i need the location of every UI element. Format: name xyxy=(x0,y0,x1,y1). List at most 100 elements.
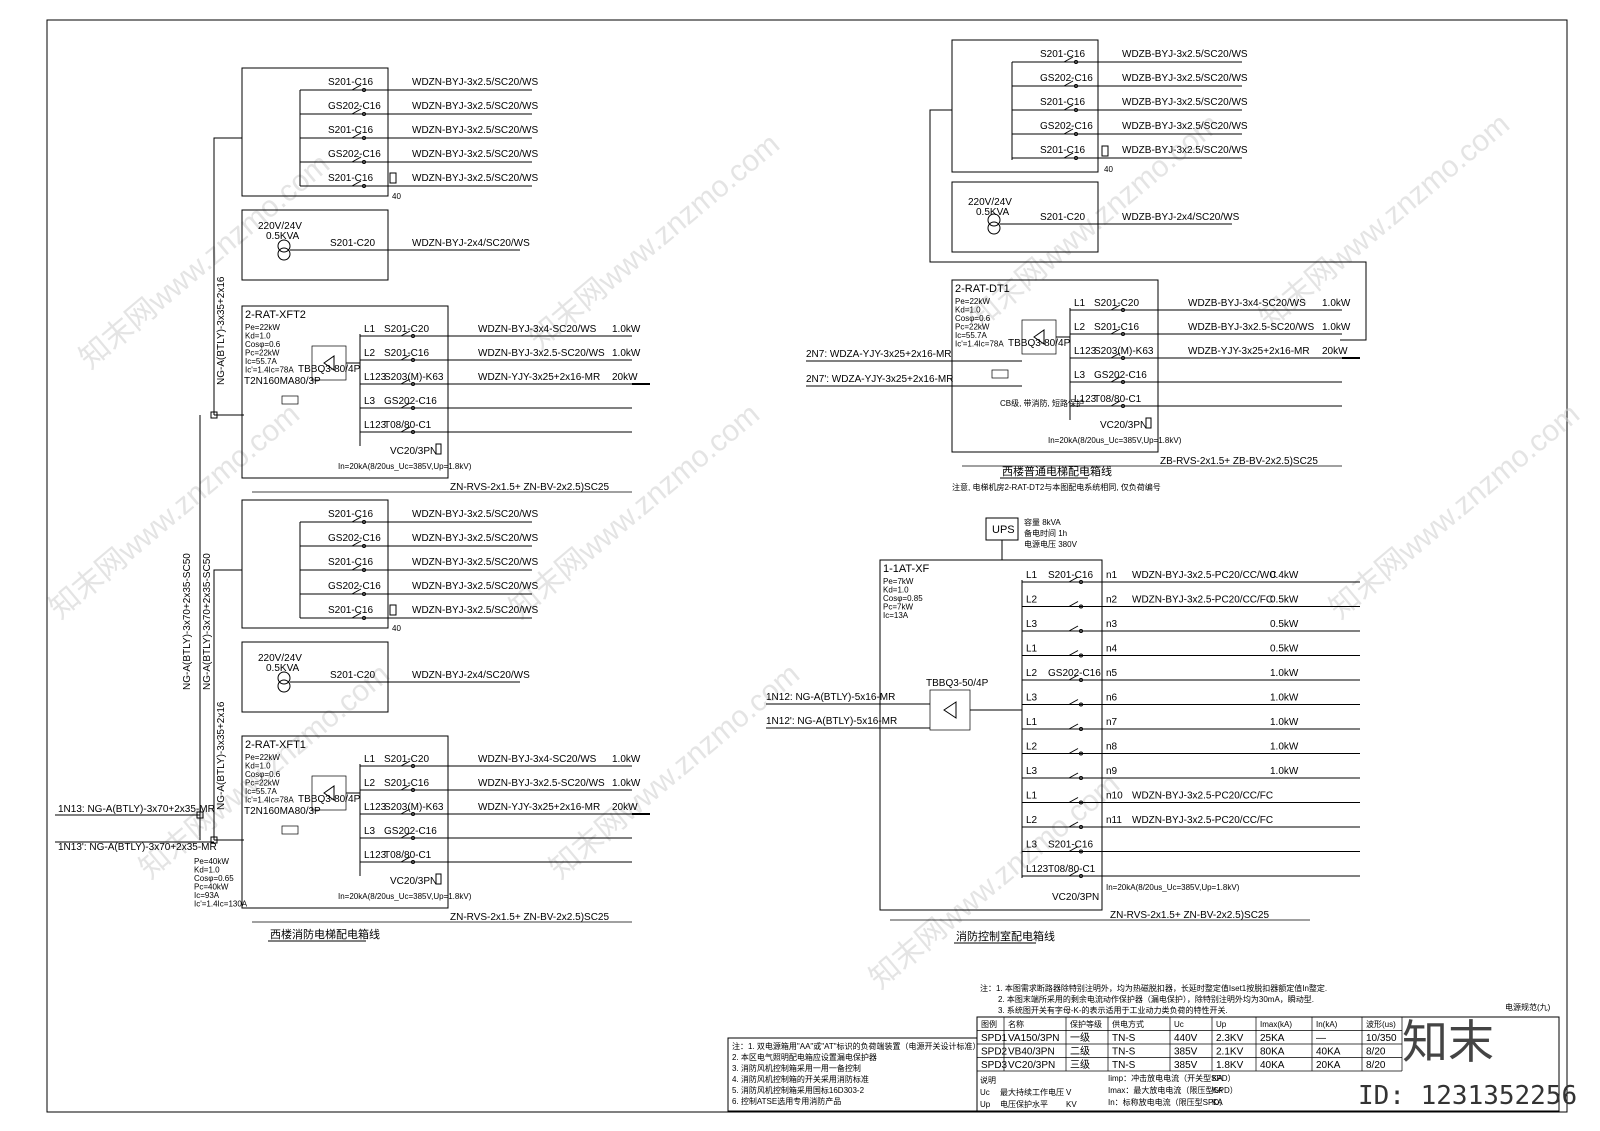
image-id: ID: 1231352256 xyxy=(1358,1081,1577,1111)
spd-cell: VC20/3PN xyxy=(1008,1060,1055,1071)
circuit-number: n1 xyxy=(1106,570,1118,581)
circuit-breaker: S201-C20 xyxy=(384,754,429,765)
title-right-top: 西楼普通电梯配电箱线 xyxy=(1002,464,1112,478)
breaker-contact-icon xyxy=(1079,874,1083,878)
breaker-contact-icon xyxy=(1121,380,1125,384)
ats-switch-icon xyxy=(323,355,335,371)
af-incoming-feeder: 1N12: NG-A(BTLY)-5x16-MR xyxy=(766,692,895,703)
circuit-breaker: S201-C16 xyxy=(1094,322,1139,333)
spd-header-cell: 图例 xyxy=(981,1019,997,1029)
spd-legend-cell: KA xyxy=(1212,1086,1223,1095)
spd-cell: 三级 xyxy=(1070,1059,1090,1071)
spd-legend-cell: 最大持续工作电压 xyxy=(1000,1087,1064,1097)
circuit-phase: L3 xyxy=(1026,619,1038,630)
breaker-contact-icon xyxy=(1079,751,1083,756)
spd-cell: SPD2 xyxy=(981,1047,1008,1058)
breaker-contact-icon xyxy=(411,812,415,816)
left-note-line: 2. 本区电气照明配电箱应设置漏电保护器 xyxy=(732,1052,877,1062)
feeder-vertical-mid1: NG-A(BTLY)-3x70+2x35-SC50 xyxy=(182,553,193,690)
ats-model: TBBQ3-80/4P xyxy=(298,794,361,805)
panel-2-rat-dt1: 2-RAT-DT1Pe=22kWKd=1.0Cosφ=0.6Pc=22kWIc=… xyxy=(806,279,1360,492)
spd-legend-cell: Iimp：冲击放电电流（开关型SPD） xyxy=(1108,1073,1236,1083)
brand-logo: 知末 xyxy=(1402,1015,1494,1069)
general-notes: 注：1. 本图需求断路器除特别注明外，均为热磁脱扣器，长延时整定值Iset1按脱… xyxy=(980,983,1327,1015)
feed-param: Ic=93A xyxy=(194,891,220,900)
spd-legend-cell: Imax：最大放电电流（限压型SPD） xyxy=(1108,1085,1238,1095)
breaker-contact-icon xyxy=(1079,678,1083,682)
circuit-load: 0.5kW xyxy=(1270,595,1299,606)
circuit-load: 1.0kW xyxy=(1270,766,1299,777)
circuit-breaker: S201-C16 xyxy=(1048,570,1093,581)
tr-breaker: S201-C20 xyxy=(330,238,375,249)
spd-note: In=20kA(8/20us_Uc=385V,Up=1.8kV) xyxy=(1048,436,1182,445)
circuit-load: 1.0kW xyxy=(612,324,641,335)
note-2: 2. 本图末端所采用的剩余电流动作保护器（漏电保护），除特别注明外均为30mA，… xyxy=(998,994,1314,1004)
dt1-incoming-feeder: 2N7': WDZA-YJY-3x25+2x16-MR xyxy=(806,374,953,385)
circuit-cable: WDZB-BYJ-3x4-SC20/WS xyxy=(1188,298,1306,309)
breaker-contact-icon xyxy=(411,836,415,840)
panel-param: Kd=1.0 xyxy=(245,762,271,771)
spd-icon xyxy=(435,443,442,455)
circuit-phase: L123 xyxy=(364,850,387,861)
panel-param: Ic'=1.4Ic=78A xyxy=(245,796,294,805)
circuit-phase: L2 xyxy=(1074,322,1086,333)
ats-box xyxy=(929,689,971,731)
transformer-box-frame xyxy=(241,209,389,281)
panel-1-1at-xf: 1-1AT-XFPe=7kWKd=1.0Cosφ=0.85Pc=7kWIc=13… xyxy=(766,517,1360,921)
breaker-contact-icon xyxy=(362,112,366,116)
spd-legend-cell: Up xyxy=(980,1100,991,1109)
circuit-breaker-label: S201-C16 xyxy=(328,125,373,136)
breaker-contact-icon xyxy=(1079,825,1083,829)
panel-param: Kd=1.0 xyxy=(955,306,981,315)
circuit-breaker: T08/80-C1 xyxy=(384,850,432,861)
ats-switch-icon xyxy=(943,701,957,719)
circuit-breaker-label: GS202-C16 xyxy=(1040,73,1093,84)
spd-note: In=20kA(8/20us_Uc=385V,Up=1.8kV) xyxy=(338,892,472,901)
ats-switch-icon xyxy=(1033,329,1045,345)
spd-header-cell: 供电方式 xyxy=(1112,1019,1144,1029)
transformer-symbol xyxy=(277,239,291,253)
circuit-cable-label: WDZN-BYJ-3x2.5/SC20/WS xyxy=(412,509,538,520)
breaker-contact-icon xyxy=(1121,308,1125,312)
circuit-load: 0.5kW xyxy=(1270,644,1299,655)
panel-param: Cosφ=0.85 xyxy=(883,594,923,603)
circuit-phase: L1 xyxy=(364,324,376,335)
spd-note: In=20kA(8/20us_Uc=385V,Up=1.8kV) xyxy=(338,462,472,471)
panel-frame xyxy=(241,735,449,909)
ats-switch-icon xyxy=(323,785,335,801)
circuit-breaker-label: S201-C16 xyxy=(328,509,373,520)
panel-param: Ic'=1.4Ic=78A xyxy=(955,340,1004,349)
left-notes-box: 注：1. 双电源箱用"AA"或"AT"标识的负荷端装置（电源开关设计标准）2. … xyxy=(727,1037,981,1112)
circuit-load: 1.0kW xyxy=(612,348,641,359)
circuit-phase: L1 xyxy=(1074,298,1086,309)
circuit-breaker-label: GS202-C16 xyxy=(328,533,381,544)
spd-legend-cell: In：标称放电电流（限压型SPD） xyxy=(1108,1097,1227,1107)
transformer-capacity: 0.5KVA xyxy=(266,663,299,674)
spd-corner-note: 电源规范(九) xyxy=(1505,1002,1551,1012)
panel-param: Pc=22kW xyxy=(245,779,280,788)
spd-legend-cell: KA xyxy=(1212,1074,1223,1083)
breaker-contact-icon xyxy=(362,160,366,164)
ups-label: UPS xyxy=(992,524,1015,536)
circuit-cable-label: WDZN-BYJ-3x2.5/SC20/WS xyxy=(412,77,538,88)
circuit-breaker-label: S201-C16 xyxy=(328,557,373,568)
circuit-load: 1.0kW xyxy=(1322,322,1351,333)
circuit-phase: L123 xyxy=(1026,864,1049,875)
breaker-contact-icon xyxy=(362,520,366,524)
breaker-contact-icon xyxy=(411,764,415,768)
